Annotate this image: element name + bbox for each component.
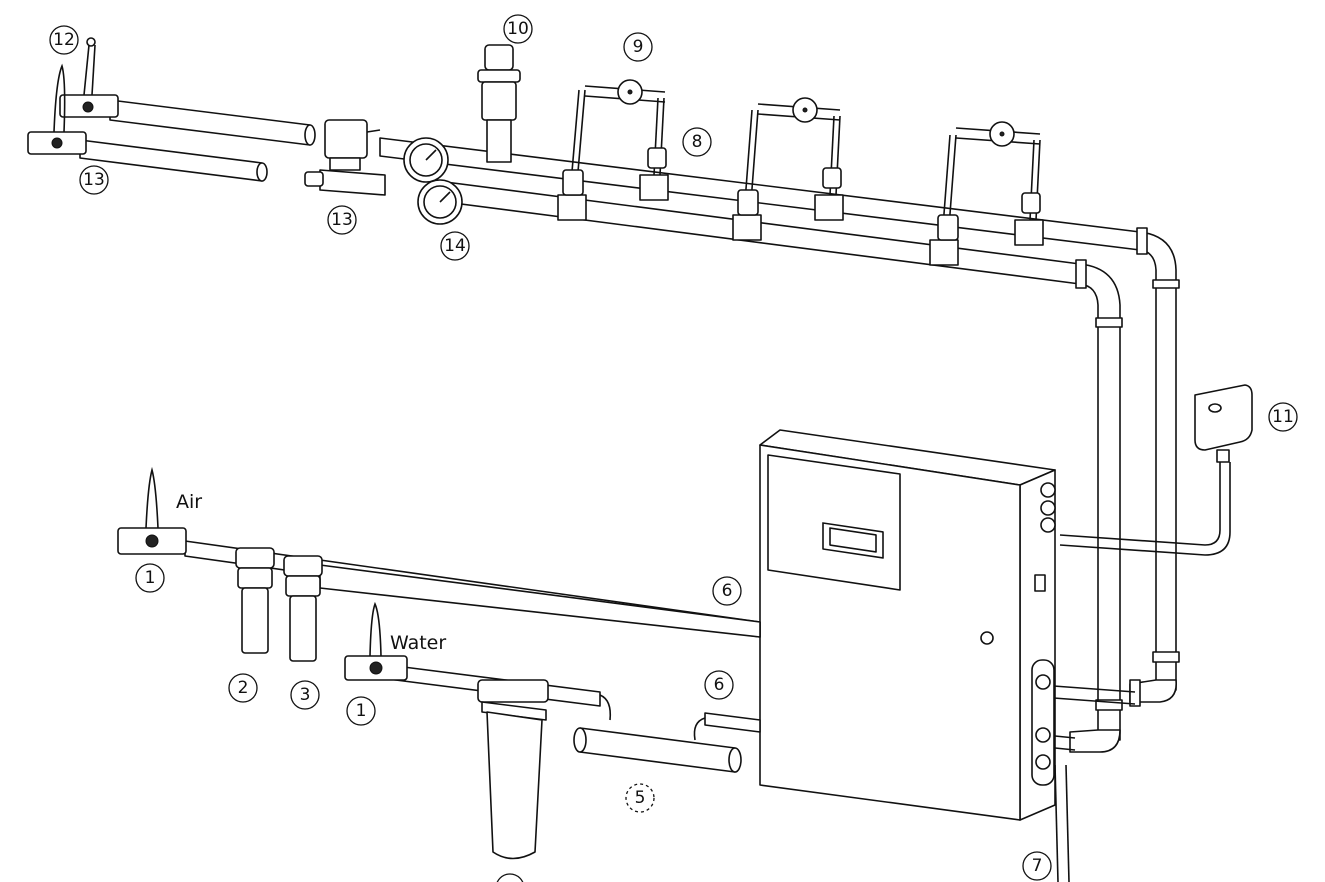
callout-14: 14 [440, 231, 470, 261]
nozzle-assembly-1 [557, 79, 669, 221]
pressure-gauges [403, 137, 463, 225]
control-cabinet [759, 429, 1070, 882]
callout-13-solenoid: 13 [327, 205, 357, 235]
callout-2: 2 [228, 673, 258, 703]
callout-9: 9 [623, 32, 653, 62]
svg-text:13: 13 [83, 170, 105, 190]
solenoid-valve [304, 119, 386, 196]
callout-6-air: 6 [712, 576, 742, 606]
callout-13: 13 [79, 165, 109, 195]
water-label: Water [390, 632, 446, 654]
svg-text:11: 11 [1272, 407, 1294, 427]
callout-5: 5 [625, 783, 655, 813]
callout-12: 12 [49, 25, 79, 55]
regulator [477, 44, 521, 163]
svg-text:3: 3 [300, 685, 311, 705]
svg-text:9: 9 [633, 37, 644, 57]
callout-partial [496, 873, 524, 882]
callout-8: 8 [682, 127, 712, 157]
svg-text:6: 6 [722, 581, 733, 601]
air-label: Air [176, 491, 202, 513]
svg-text:1: 1 [145, 568, 156, 588]
svg-text:13: 13 [331, 210, 353, 230]
svg-text:7: 7 [1032, 856, 1043, 876]
svg-text:5: 5 [635, 788, 646, 808]
nozzle-assembly-3 [929, 121, 1044, 266]
nozzle-line-valves [27, 37, 316, 182]
svg-text:10: 10 [507, 19, 529, 39]
callout-11: 11 [1268, 402, 1298, 432]
water-line [344, 601, 761, 860]
nozzle-assembly-2 [732, 97, 844, 241]
callout-1-water: 1 [346, 696, 376, 726]
callout-10: 10 [503, 14, 533, 44]
humidity-sensor [1059, 384, 1253, 556]
air-line [117, 466, 761, 662]
svg-text:8: 8 [692, 132, 703, 152]
svg-text:1: 1 [356, 701, 367, 721]
callout-6-water: 6 [704, 670, 734, 700]
callout-3: 3 [290, 680, 320, 710]
svg-text:2: 2 [238, 678, 249, 698]
svg-text:12: 12 [53, 30, 75, 50]
callout-7: 7 [1022, 851, 1052, 881]
svg-text:14: 14 [444, 236, 466, 256]
svg-text:6: 6 [714, 675, 725, 695]
callout-1-air: 1 [135, 563, 165, 593]
